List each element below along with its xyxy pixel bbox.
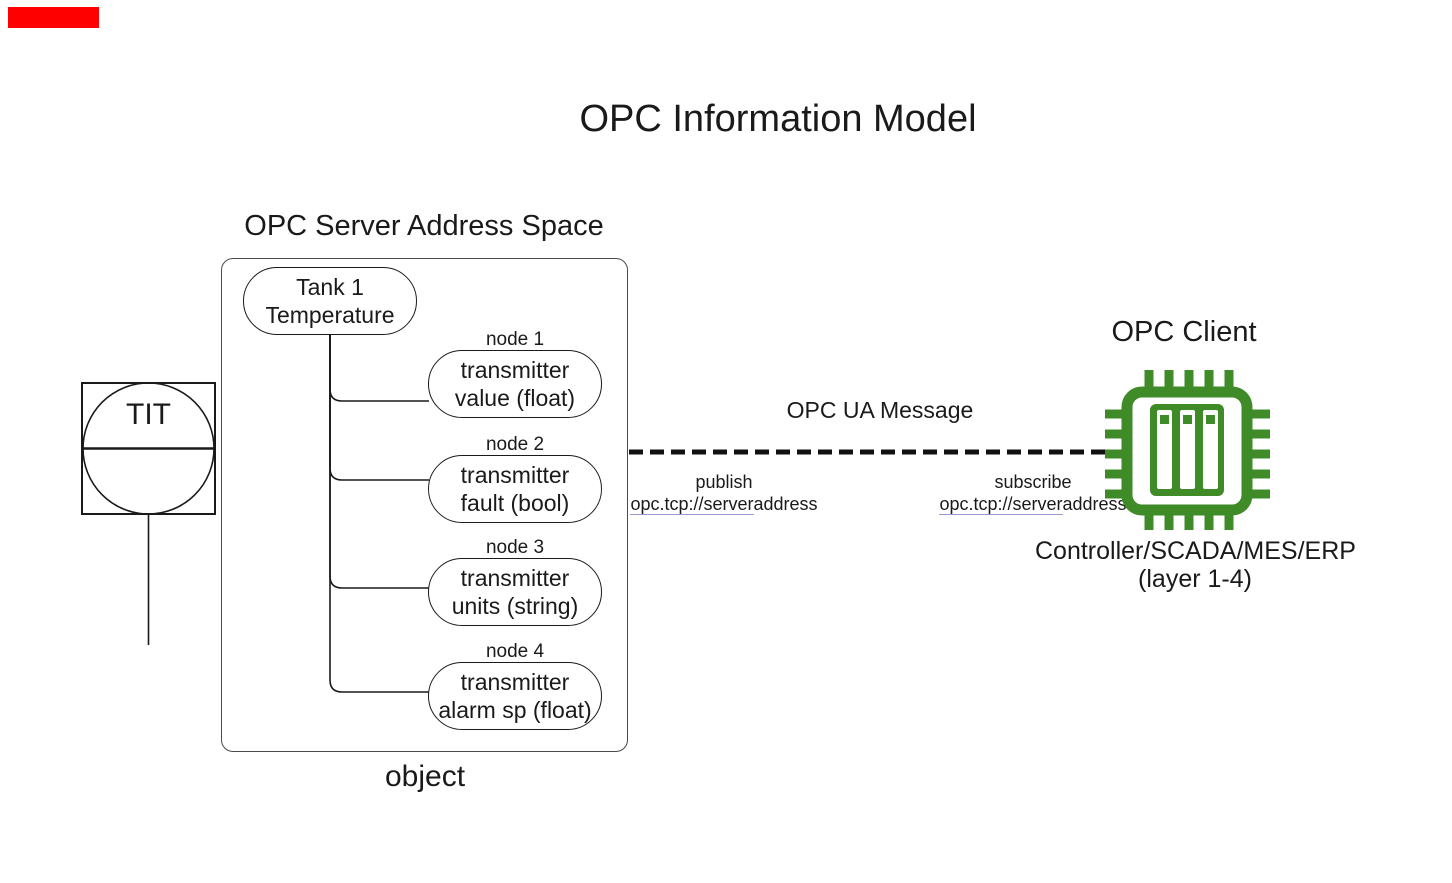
node-4-line1: transmitter [460, 669, 570, 695]
subscribe-url-underlined: opc.tcp://server [939, 494, 1063, 515]
node-3-pill: transmitter units (string) [428, 558, 602, 626]
object-caption: object [384, 760, 466, 793]
subscribe-action-label: subscribe [994, 472, 1072, 492]
node-3-tag: node 3 [485, 537, 545, 558]
temperature-transmitter-symbol [81, 382, 216, 645]
root-node-line2: Temperature [265, 302, 395, 328]
publish-url-underlined: opc.tcp://server [630, 494, 754, 515]
node-3-line2: units (string) [451, 593, 579, 619]
publish-url-rest: address [753, 494, 818, 514]
publish-url: opc.tcp://serveraddress [626, 493, 822, 515]
subscribe-url-rest: address [1062, 494, 1127, 514]
opc-ua-message-label: OPC UA Message [786, 397, 974, 423]
node-2-line1: transmitter [460, 462, 570, 488]
instrument-tag-label: TIT [126, 398, 171, 431]
node-2-line2: fault (bool) [460, 490, 570, 516]
opc-client-label: OPC Client [1111, 316, 1257, 348]
chip-icon [1105, 370, 1270, 530]
chip-core-slots [1157, 410, 1218, 489]
publish-endpoint: publish opc.tcp://serveraddress [626, 471, 822, 515]
chip-slot-dots [1160, 415, 1215, 424]
publish-action-label: publish [695, 472, 753, 492]
server-address-space-label: OPC Server Address Space [244, 210, 604, 242]
node-3-line1: transmitter [460, 565, 570, 591]
red-marker [8, 7, 99, 28]
node-4-pill: transmitter alarm sp (float) [428, 662, 602, 730]
subscribe-endpoint: subscribe opc.tcp://serveraddress [935, 471, 1131, 515]
node-4-tag: node 4 [485, 641, 545, 662]
chip-pins [1105, 370, 1270, 530]
node-1-line2: value (float) [454, 385, 576, 411]
connector-node-4 [329, 335, 429, 693]
root-node-line1: Tank 1 [296, 274, 364, 300]
client-caption-line1: Controller/SCADA/MES/ERP [1035, 537, 1356, 565]
client-caption: Controller/SCADA/MES/ERP (layer 1-4) [1035, 537, 1356, 593]
node-2-tag: node 2 [485, 434, 545, 455]
subscribe-url: opc.tcp://serveraddress [935, 493, 1131, 515]
node-4-line2: alarm sp (float) [438, 697, 592, 723]
page-title: OPC Information Model [579, 98, 977, 140]
root-node-tank1-temperature: Tank 1 Temperature [243, 267, 417, 335]
server-address-space-box [221, 258, 628, 752]
node-1-pill: transmitter value (float) [428, 350, 602, 418]
tree-connectors [329, 335, 429, 693]
client-caption-line2: (layer 1-4) [1138, 565, 1252, 593]
node-1-tag: node 1 [485, 329, 545, 350]
node-2-pill: transmitter fault (bool) [428, 455, 602, 523]
node-1-line1: transmitter [460, 357, 570, 383]
